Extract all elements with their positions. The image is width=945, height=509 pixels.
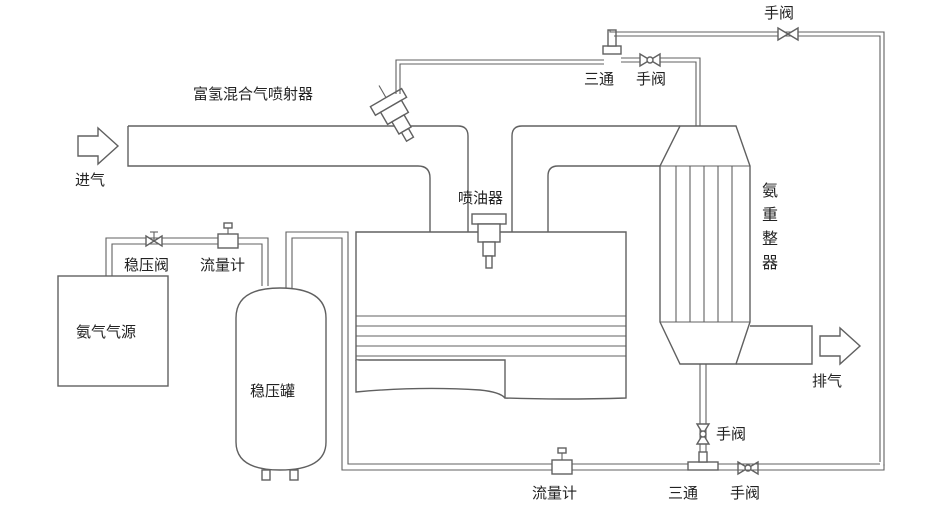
surge-tank [235, 287, 327, 481]
bottom-return-line-inner [291, 237, 688, 471]
exhaust-duct-lower [547, 165, 660, 232]
intake-manifold [128, 125, 469, 232]
engine-block [355, 231, 627, 400]
exhaust-outlet [736, 325, 813, 365]
fuel-injector [471, 213, 507, 269]
mixture-supply-line [395, 59, 604, 94]
fuel-injector-label: 喷油器 [458, 189, 503, 207]
top-loop-line [609, 30, 885, 466]
flowmeter-top-icon [217, 222, 239, 249]
flowmeter-bottom-icon [551, 447, 573, 475]
tee-to-reformer-line [621, 57, 701, 126]
hydrogen-mixture-injector [369, 85, 415, 143]
reformer-label-2: 重 [762, 205, 778, 224]
manual-valve-top-tee-icon [639, 52, 661, 68]
reformer-label-1: 氨 [762, 181, 778, 200]
exhaust-duct-upper [511, 125, 680, 232]
ammonia-reformer [659, 125, 751, 365]
top-tee [602, 29, 622, 55]
top-loop-line-inner [614, 35, 881, 462]
bottom-tee-label: 三通 [668, 484, 698, 502]
flowmeter-top-label: 流量计 [200, 256, 245, 274]
bottom-return-line [285, 231, 688, 465]
regulator-valve-label: 稳压阀 [124, 256, 169, 274]
source-supply-line-inner [111, 243, 263, 286]
reformer-label-4: 器 [762, 253, 778, 272]
bottom-right-loop-2 [718, 464, 885, 471]
manual-valve-bottom-right-label: 手阀 [730, 484, 760, 502]
intake-label: 进气 [75, 171, 105, 189]
exhaust-label: 排气 [812, 372, 842, 390]
manual-valve-top-tee-label: 手阀 [636, 70, 666, 88]
manual-valve-top-right-icon [777, 26, 799, 42]
surge-tank-label: 稳压罐 [250, 382, 295, 400]
ammonia-source [57, 275, 169, 387]
manual-valve-right-vertical-icon [695, 423, 711, 445]
exhaust-arrow-icon [819, 326, 862, 366]
mixture-supply-line-2 [399, 63, 604, 94]
intake-arrow-icon [77, 126, 120, 166]
reformer-label-3: 整 [762, 229, 778, 248]
manual-valve-top-right-label: 手阀 [764, 4, 794, 22]
manual-valve-right-vertical-label: 手阀 [716, 425, 746, 443]
ammonia-source-label: 氨气气源 [76, 323, 136, 341]
top-tee-label: 三通 [584, 70, 614, 88]
flowmeter-bottom-label: 流量计 [532, 484, 577, 502]
hydrogen-mixture-injector-label: 富氢混合气喷射器 [193, 85, 313, 103]
bottom-tee [687, 451, 719, 471]
regulator-valve-icon [145, 231, 163, 248]
source-supply-line [105, 237, 269, 286]
intake-manifold-lower [127, 126, 431, 232]
